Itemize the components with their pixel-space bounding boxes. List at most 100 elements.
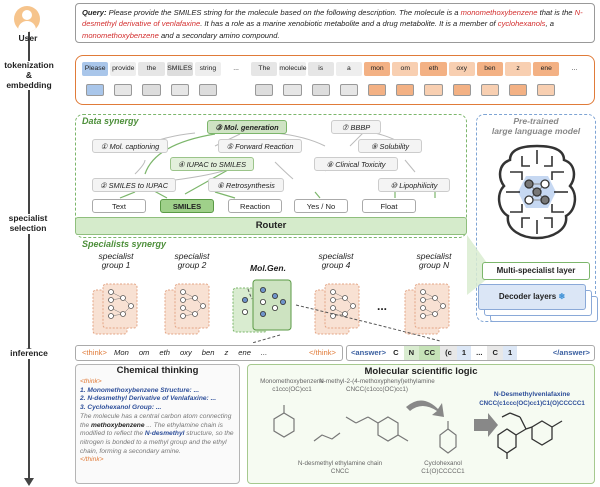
embedding-9 [339, 84, 358, 96]
group-label-4: specialist group 4 [318, 251, 354, 271]
token-9: a [335, 62, 362, 76]
task-clinical-toxicity: ⑧ Clinical Toxicity [314, 157, 398, 171]
embedding-16 [537, 84, 556, 96]
output-reaction: Reaction [228, 199, 282, 213]
mol-label-ethylamine-chain: N-desmethyl ethylamine chain CNCC [297, 460, 383, 475]
output-smiles: SMILES [160, 199, 214, 213]
answer-token-6: C [487, 346, 503, 360]
token-12: eth [420, 62, 447, 76]
think-token-1: om [138, 348, 150, 357]
output-text: Text [92, 199, 146, 213]
stage-specialist-selection: specialist selection [0, 213, 56, 234]
data-synergy-panel [75, 114, 467, 238]
llm-brain-chip-icon [497, 144, 577, 240]
pipeline-timeline [28, 10, 30, 482]
think-token-2: eth [159, 348, 170, 357]
snowflake-icon: ❄ [558, 292, 566, 301]
task-forward-reaction: ⑤ Forward Reaction [218, 139, 302, 153]
user-icon [14, 6, 40, 32]
mol-label-cyclohexanol: Cyclohexanol C1(O)CCCCC1 [421, 460, 465, 475]
token-panel [75, 55, 595, 105]
token-15: z [505, 62, 532, 76]
result-molecule-smiles: CNCC(c1ccc(OC)cc1)C1(O)CCCCC1 [479, 400, 585, 407]
specialists-synergy-title: Specialists synergy [82, 239, 167, 249]
task-solubility: ⑨ Solubility [358, 139, 422, 153]
token-17: ... [571, 65, 578, 72]
token-4: string [194, 62, 221, 76]
embedding-8 [311, 84, 330, 96]
token-13: oxy [448, 62, 475, 76]
token-0: Please [82, 62, 109, 76]
token-11: om [392, 62, 419, 76]
embedding-14 [480, 84, 499, 96]
embedding-10 [368, 84, 387, 96]
molecule-structures [273, 400, 563, 459]
query-label: Query: [82, 8, 107, 17]
stage-inference: inference [4, 348, 54, 359]
answer-token-7: 1 [502, 346, 518, 360]
result-molecule-name: N-Desmethylvenlafaxine [493, 391, 571, 398]
chemical-thinking-text: <think> 1. Monomethoxybenzene Structure:… [80, 378, 234, 464]
think-token-4: ben [201, 348, 215, 357]
answer-token-1: N [403, 346, 420, 360]
output-yes-no: Yes / No [294, 199, 348, 213]
timeline-arrow [24, 478, 34, 486]
think-token-0: Mon [114, 348, 129, 357]
embedding-12 [424, 84, 443, 96]
embedding-0 [86, 84, 105, 96]
merge-arrow-icon [406, 400, 444, 417]
token-16: ene [533, 62, 560, 76]
task-mol-generation: ③ Mol. generation [207, 120, 287, 134]
token-3: SMILES [166, 62, 193, 76]
specialist-networks [92, 279, 450, 335]
token-7: molecule [279, 62, 307, 76]
group-label-n: specialist group N [416, 251, 452, 271]
token-14: ben [476, 62, 503, 76]
output-float: Float [362, 199, 416, 213]
task-smiles-to-iupac: ② SMILES to IUPAC [92, 178, 176, 192]
answer-token-0: C [388, 346, 404, 360]
llm-title: Pre-trained large language model [491, 116, 581, 137]
group-label-molgen: Mol.Gen. [250, 263, 286, 273]
task-retrosynthesis: ⑥ Retrosynthesis [208, 178, 284, 192]
embedding-17 [565, 84, 583, 96]
embedding-13 [452, 84, 471, 96]
embedding-1 [114, 84, 133, 96]
embedding-6 [255, 84, 274, 96]
think-token-7: ... [260, 348, 268, 357]
token-10: mon [364, 62, 391, 76]
embedding-2 [142, 84, 161, 96]
task-mol-captioning: ① Mol. captioning [92, 139, 168, 153]
think-token-6: ene [238, 348, 251, 357]
chemical-thinking-title: Chemical thinking [116, 365, 199, 376]
answer-token-2: CC [419, 346, 441, 360]
token-6: The [251, 62, 278, 76]
data-synergy-title: Data synergy [82, 116, 139, 126]
embedding-5 [227, 84, 245, 96]
token-2: the [138, 62, 165, 76]
embedding-15 [509, 84, 528, 96]
router: Router [75, 217, 467, 235]
group-label-1: specialist group 1 [98, 251, 134, 271]
stage-tokenization: tokenization & embedding [0, 60, 58, 91]
token-1: provide [110, 62, 137, 76]
molecular-logic-title: Molecular scientific logic [364, 366, 478, 377]
answer-token-5: ... [471, 346, 488, 360]
mol-label-monomethoxybenzene: Monomethoxybenzene c1ccc(OC)cc1 [260, 378, 324, 393]
group-ellipsis: ... [376, 299, 387, 313]
chemical-thinking-panel [75, 364, 240, 484]
decoder-layers: Decoder layers ❄ [478, 284, 586, 310]
token-5: ... [233, 65, 239, 72]
result-arrow-icon [474, 413, 498, 437]
task-bbbp: ⑦ BBBP [331, 120, 381, 134]
answer-token-3: (c [440, 346, 457, 360]
task-lipophilicity: ⑩ Lipophilicity [378, 178, 450, 192]
multi-specialist-layer: Multi-specialist layer [482, 262, 590, 280]
embedding-11 [396, 84, 415, 96]
selection-arrows [247, 288, 441, 344]
stage-user: User [18, 33, 38, 43]
embedding-4 [198, 84, 217, 96]
think-token-5: z [224, 348, 229, 357]
query-box: Query: Please provide the SMILES string … [75, 3, 595, 43]
